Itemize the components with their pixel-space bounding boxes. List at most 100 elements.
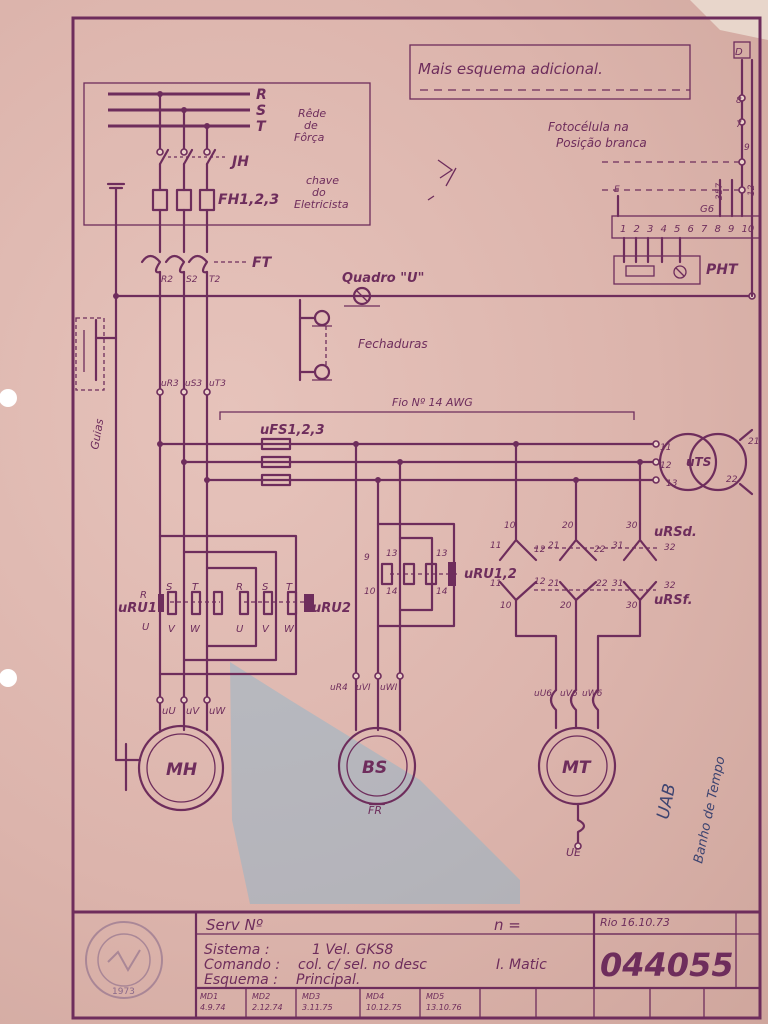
uru1-top-r: R bbox=[140, 590, 147, 601]
punch-hole-bottom bbox=[0, 669, 17, 687]
quadro-label: Quadro "U" bbox=[342, 271, 424, 286]
transformer-out-22: 22 bbox=[726, 475, 738, 485]
transformer-label: uTS bbox=[686, 455, 711, 469]
uru12-contact-9: 9 bbox=[364, 553, 370, 563]
transformer-symbol bbox=[658, 428, 754, 496]
photocell-vertical-label: 357 bbox=[715, 183, 725, 200]
uru1-label: uRU1 bbox=[118, 601, 157, 616]
scheme-value: Principal. bbox=[296, 972, 360, 988]
photocell-terminal-2: 2 bbox=[634, 224, 640, 235]
bs-wiring bbox=[352, 441, 460, 732]
mh-motor-symbol bbox=[114, 724, 225, 812]
photocell-terminal-3: 3 bbox=[647, 224, 653, 235]
mt-terminal-uv6: uV6 bbox=[560, 689, 578, 699]
scheme-label: Esquema : bbox=[204, 972, 278, 988]
revision-code-3: MD3 bbox=[302, 992, 320, 1001]
main-switch-label: JH bbox=[229, 154, 249, 170]
uru1-bottom-v: V bbox=[168, 624, 176, 635]
relay-terminal-r2: R2 bbox=[161, 275, 173, 285]
guides-label: Guias bbox=[88, 417, 106, 450]
command-extra: I. Matic bbox=[496, 957, 547, 973]
revision-date-3: 3.11.75 bbox=[302, 1003, 333, 1012]
ursd-contact-12: 12 bbox=[534, 545, 546, 555]
line-label-ut3: uT3 bbox=[209, 379, 226, 389]
photocell-upper-terminal-7: 7 bbox=[736, 120, 742, 130]
control-fuses-label: uFS1,2,3 bbox=[260, 423, 325, 438]
bs-terminal-uvi: uVI bbox=[356, 683, 371, 693]
mh-terminal-uv: uV bbox=[186, 706, 200, 717]
transformer-in-13: 13 bbox=[666, 479, 678, 489]
ursf-contact-21: 21 bbox=[548, 579, 559, 589]
uru12-contact-14a: 14 bbox=[386, 587, 398, 597]
ursf-contact-30: 30 bbox=[626, 601, 638, 611]
pht-label: PHT bbox=[706, 262, 739, 278]
mt-wiring bbox=[498, 441, 658, 850]
pencil-note-banho: Banho de Tempo bbox=[691, 755, 728, 865]
locks-symbol bbox=[298, 298, 332, 382]
line-label-us3: uS3 bbox=[185, 379, 202, 389]
photocell-terminal-5: 5 bbox=[674, 224, 680, 235]
uru2-bottom-v: V bbox=[262, 624, 270, 635]
torn-corner bbox=[690, 0, 768, 40]
ursf-contact-32: 32 bbox=[664, 581, 676, 591]
mh-motor-label: MH bbox=[166, 760, 197, 780]
ursd-contact-32: 32 bbox=[664, 543, 676, 553]
pencil-arrow-mark bbox=[427, 159, 457, 201]
ursd-contact-22: 22 bbox=[594, 545, 606, 555]
uru2-top-s: S bbox=[262, 582, 269, 593]
mh-terminal-uw: uW bbox=[209, 706, 226, 717]
uru12-contact-13b: 13 bbox=[436, 549, 448, 559]
bs-motor-symbol bbox=[337, 726, 417, 806]
control-buses bbox=[158, 437, 660, 487]
line-label-ur3: uR3 bbox=[161, 379, 179, 389]
command-label: Comando : bbox=[204, 957, 280, 973]
approval-stamp bbox=[85, 921, 163, 999]
pht-internals bbox=[622, 236, 687, 279]
revision-code-2: MD2 bbox=[252, 992, 270, 1001]
ursd-contact-11: 11 bbox=[490, 541, 501, 551]
ursd-label: uRSd. bbox=[654, 525, 697, 540]
stamp-text: 1973 bbox=[112, 987, 135, 997]
locks-label: Fechaduras bbox=[358, 337, 428, 351]
mh-terminals bbox=[156, 696, 211, 704]
revision-code-1: MD1 bbox=[200, 992, 218, 1001]
pht-device-box bbox=[613, 255, 701, 285]
uru2-bottom-u: U bbox=[236, 624, 244, 635]
revision-date-5: 13.10.76 bbox=[426, 1003, 462, 1012]
revision-cells: MD14.9.74MD22.12.74MD33.11.75MD410.12.75… bbox=[200, 992, 462, 1012]
ursd-contact-31: 31 bbox=[612, 541, 623, 551]
uru2-label: uRU2 bbox=[312, 601, 351, 616]
uru12-contact-10: 10 bbox=[364, 587, 376, 597]
transformer-in-12: 12 bbox=[660, 461, 672, 471]
photocell-wiring bbox=[602, 41, 754, 298]
photocell-terminal-7: 7 bbox=[701, 224, 708, 235]
extra-note-box bbox=[409, 44, 691, 100]
mt-ground-label: UE bbox=[566, 846, 581, 859]
main-fuses-label: FH1,2,3 bbox=[218, 192, 279, 208]
revision-date-1: 4.9.74 bbox=[200, 1003, 225, 1012]
photocell-terminal-1: 1 bbox=[620, 224, 626, 235]
main-line-conductors bbox=[156, 270, 211, 732]
relay-terminal-t2: T2 bbox=[209, 275, 220, 285]
photocell-upper-terminal-12: 12 bbox=[747, 184, 757, 196]
uru2-top-t: T bbox=[286, 582, 293, 593]
quadro-lamp-symbol bbox=[344, 286, 380, 307]
uru2-bottom-w: W bbox=[284, 624, 295, 635]
uru12-contact-13a: 13 bbox=[386, 549, 398, 559]
relay-terminal-s2: S2 bbox=[186, 275, 198, 285]
ursf-contact-31: 31 bbox=[612, 579, 623, 589]
extra-note: Mais esquema adicional. bbox=[418, 60, 603, 78]
ursf-contact-12: 12 bbox=[534, 577, 546, 587]
blue-stain bbox=[230, 662, 520, 904]
ursd-contact-21: 21 bbox=[548, 541, 559, 551]
serv-label: Serv Nº bbox=[206, 916, 263, 934]
photocell-side-e: E bbox=[614, 185, 620, 195]
phase-s-label: S bbox=[256, 103, 266, 119]
mh-contactor-wiring bbox=[158, 534, 314, 676]
photocell-upper-terminal-9: 9 bbox=[744, 143, 750, 153]
date-label: Rio 16.10.73 bbox=[600, 916, 670, 929]
mt-terminal-uu6: uU6 bbox=[534, 689, 552, 699]
